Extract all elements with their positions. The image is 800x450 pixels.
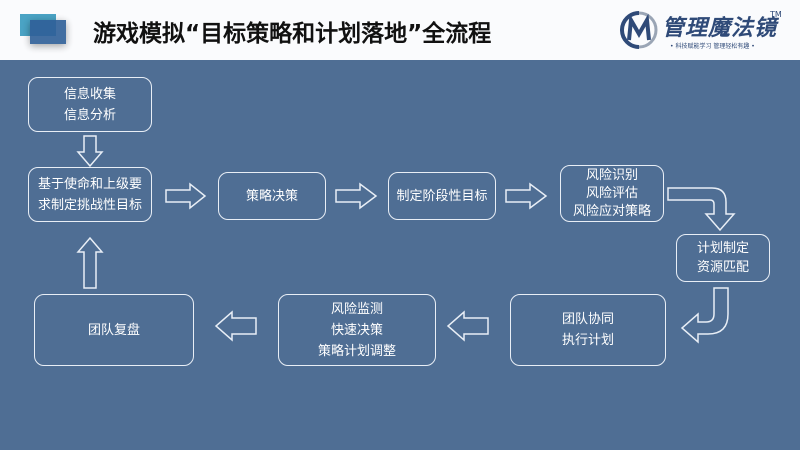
brand-subtitle: • 科技赋能学习 管理轻松有趣 • xyxy=(670,43,755,50)
step-line: 风险评估 xyxy=(585,185,638,201)
arrow-up-icon xyxy=(76,236,104,289)
brand-logo: 管理魔法镜 TM • 科技赋能学习 管理轻松有趣 • xyxy=(620,8,790,52)
arrow-down-icon xyxy=(76,135,104,168)
step-plan: 计划制定资源匹配 xyxy=(676,234,770,282)
brand-name: 管理魔法镜 xyxy=(662,16,778,41)
step-line: 求制定挑战性目标 xyxy=(37,197,142,213)
step-line: 风险监测 xyxy=(330,301,383,317)
step-line: 风险应对策略 xyxy=(572,203,651,219)
step-review: 团队复盘 xyxy=(34,294,194,366)
step-line: 策略决策 xyxy=(245,188,298,204)
step-line: 风险识别 xyxy=(585,167,638,183)
step-info-collection: 信息收集信息分析 xyxy=(28,77,152,132)
arrow-left-icon xyxy=(446,310,489,342)
step-set-goal: 基于使命和上级要求制定挑战性目标 xyxy=(28,167,152,222)
step-line: 团队协同 xyxy=(561,312,614,327)
step-line: 团队复盘 xyxy=(87,322,140,338)
step-risk: 风险识别风险评估风险应对策略 xyxy=(560,165,664,222)
step-line: 策略计划调整 xyxy=(317,343,396,359)
arrow-right-icon xyxy=(165,182,207,210)
arrow-right-icon xyxy=(505,182,548,210)
arrow-curve-left-icon xyxy=(680,287,729,344)
arrow-curve-down-icon xyxy=(667,187,736,232)
step-line: 信息分析 xyxy=(63,107,116,123)
brand-m-icon xyxy=(620,11,658,49)
step-line: 基于使命和上级要 xyxy=(37,176,142,192)
step-line: 快速决策 xyxy=(330,322,383,338)
step-line: 资源匹配 xyxy=(696,260,749,275)
step-line: 制定阶段性目标 xyxy=(396,188,488,204)
arrow-left-icon xyxy=(214,310,257,342)
step-strategy: 策略决策 xyxy=(218,172,326,220)
step-line: 信息收集 xyxy=(63,86,116,102)
step-monitor: 风险监测快速决策策略计划调整 xyxy=(278,294,436,366)
header: 游戏模拟“目标策略和计划落地”全流程 管理魔法镜 TM • 科技赋能学习 管理轻… xyxy=(0,0,800,60)
brand-tm: TM xyxy=(770,10,782,19)
decor-square-icon xyxy=(30,20,66,44)
step-phase-goal: 制定阶段性目标 xyxy=(388,172,496,220)
page-title: 游戏模拟“目标策略和计划落地”全流程 xyxy=(93,21,492,47)
arrow-right-icon xyxy=(335,182,378,210)
step-execute: 团队协同执行计划 xyxy=(510,294,666,366)
step-line: 计划制定 xyxy=(696,241,749,256)
step-line: 执行计划 xyxy=(561,333,614,348)
